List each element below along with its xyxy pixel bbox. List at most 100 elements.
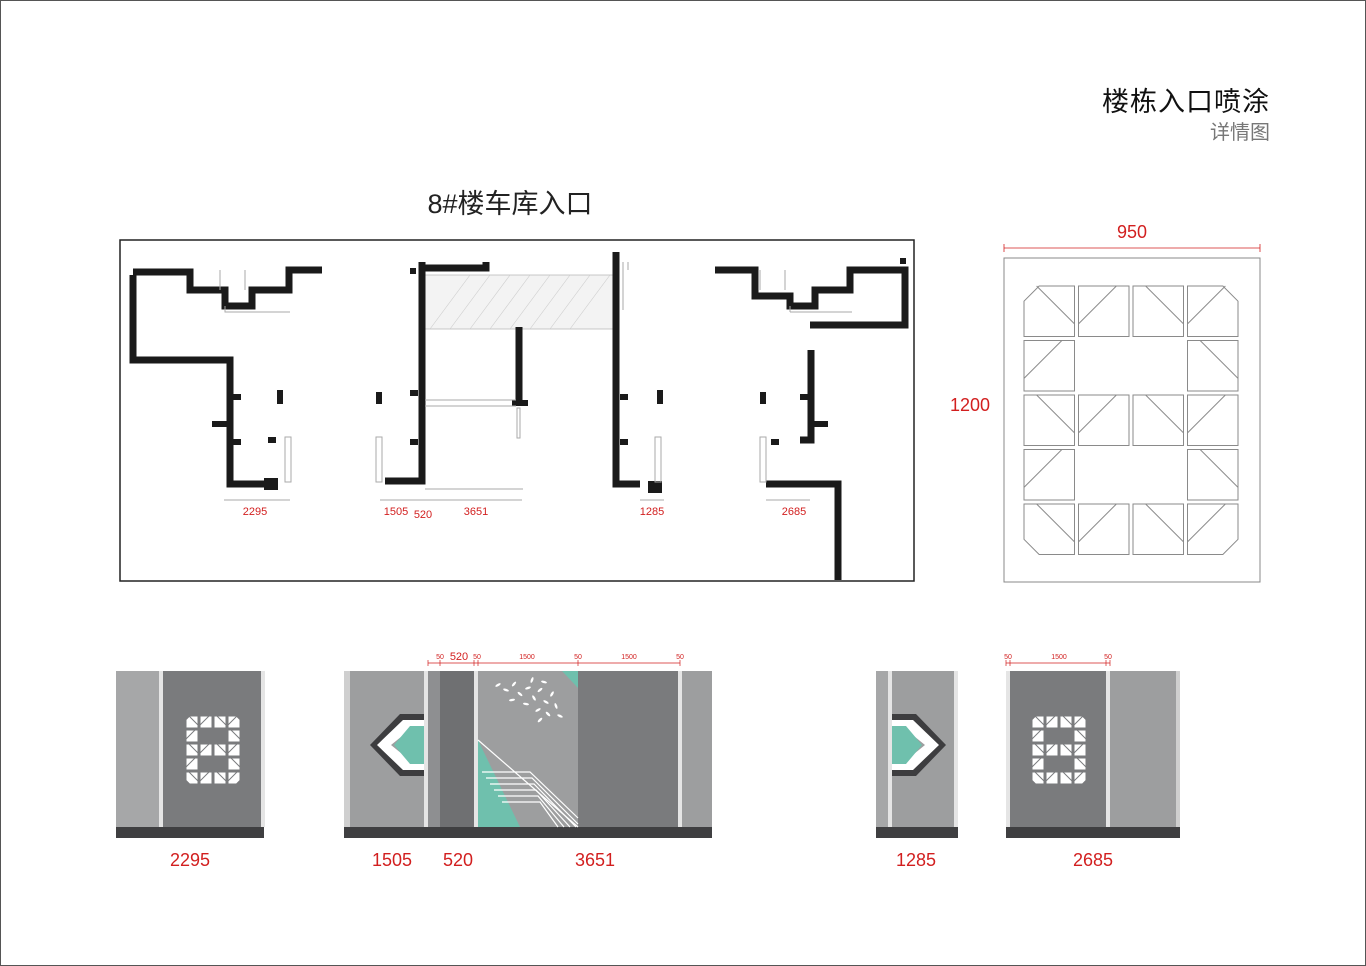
- pattern-tile: [227, 757, 241, 771]
- pattern-tile: [1073, 715, 1087, 729]
- pattern-tile-diagonal: [188, 771, 199, 782]
- pattern-tile: [227, 743, 241, 757]
- pattern-tile-diagonal: [1187, 394, 1226, 434]
- pattern-height-label: 1200: [949, 395, 991, 415]
- pattern-tile: [1045, 715, 1059, 729]
- plan-right-stubs: [760, 258, 906, 445]
- pattern-tile-diagonal: [230, 757, 241, 768]
- pattern-tile-diagonal: [1076, 729, 1087, 740]
- elev-label-1505: 1505: [371, 850, 413, 870]
- pattern-tile: [213, 743, 227, 757]
- pattern-tile: [227, 771, 241, 785]
- pattern-tile-diagonal: [1073, 715, 1084, 726]
- pattern-tile: [1073, 729, 1087, 743]
- plan-dim-520: 520: [413, 509, 433, 521]
- elev-dim-1500-a: 1500: [519, 654, 535, 661]
- pattern-tile: [1031, 757, 1045, 771]
- elev-label-1285: 1285: [895, 850, 937, 870]
- pattern-tile: [1073, 771, 1087, 785]
- pattern-tile: [1073, 757, 1087, 771]
- pattern-tile-diagonal: [188, 743, 199, 754]
- plan-right-walls: [715, 266, 909, 580]
- pattern-tile: [1059, 715, 1073, 729]
- pattern-tile-diagonal: [1145, 394, 1184, 434]
- pattern-tile-diagonal: [1199, 340, 1239, 379]
- plan-dim-2295: 2295: [242, 506, 268, 518]
- elev-dim-50-f: 50: [1104, 654, 1112, 661]
- pattern-tile: [1031, 771, 1045, 785]
- pattern-tile: [1187, 285, 1239, 337]
- plan-middle-hatch: [424, 274, 616, 330]
- plan-dim-2685: 2685: [781, 506, 807, 518]
- pattern-tile-diagonal: [1034, 771, 1045, 782]
- pattern-tile: [1187, 449, 1239, 501]
- elev-label-3651: 3651: [574, 850, 616, 870]
- pattern-tile: [199, 715, 213, 729]
- pattern-tile: [1187, 394, 1239, 446]
- pattern-tile: [1132, 285, 1184, 337]
- plan-right-details: [759, 270, 852, 501]
- elev-dim-50-e: 50: [1004, 654, 1012, 661]
- pattern-tile: [1023, 503, 1075, 555]
- pattern-tiles: [1023, 285, 1239, 555]
- pattern-tile-diagonal: [199, 715, 210, 726]
- elev-label-2685: 2685: [1072, 850, 1114, 870]
- pattern-tile: [1187, 503, 1239, 555]
- pattern-tile-diagonal: [199, 743, 210, 754]
- pattern-tile: [1078, 503, 1130, 555]
- pattern-tile-diagonal: [1078, 503, 1117, 543]
- pattern-tile-diagonal: [1199, 449, 1239, 488]
- pattern-tile-diagonal: [1062, 771, 1073, 782]
- page-subtitle: 详情图: [1210, 122, 1270, 144]
- elevation-b-dim-lines: [427, 660, 681, 666]
- pattern-tile-diagonal: [185, 729, 196, 740]
- pattern-tile: [185, 743, 199, 757]
- plan-middle-stubs: [376, 268, 663, 493]
- plan-dim-1505: 1505: [383, 506, 409, 518]
- pattern-tile-diagonal: [1023, 449, 1063, 488]
- pattern-tile-diagonal: [1076, 757, 1087, 768]
- plan-left-details: [219, 270, 292, 501]
- pattern-tile-diagonal: [1034, 743, 1045, 754]
- pattern-tile-diagonal: [1045, 743, 1056, 754]
- pattern-tile-diagonal: [1073, 743, 1084, 754]
- pattern-tile-diagonal: [185, 757, 196, 768]
- pattern-tile-diagonal: [1036, 285, 1075, 325]
- plan-dim-1285: 1285: [639, 506, 665, 518]
- pattern-tile-diagonal: [1034, 715, 1045, 726]
- pattern-tile: [1059, 771, 1073, 785]
- pattern-tile: [1023, 285, 1075, 337]
- pattern-tile-diagonal: [1062, 743, 1073, 754]
- pattern-tile-diagonal: [1036, 503, 1075, 543]
- pattern-tile: [185, 715, 199, 729]
- plan-left-walls: [129, 266, 322, 488]
- pattern-tile-diagonal: [216, 771, 227, 782]
- pattern-tile: [1045, 743, 1059, 757]
- pattern-tile: [1132, 394, 1184, 446]
- pattern-tile: [1023, 340, 1075, 392]
- pattern-tile: [1132, 503, 1184, 555]
- elevation-c: [876, 671, 958, 838]
- pattern-tile-diagonal: [199, 771, 210, 782]
- plan-left-stubs: [212, 390, 283, 490]
- elev-dim-50-d: 50: [676, 654, 684, 661]
- pattern-tile: [1023, 394, 1075, 446]
- pattern-tile: [1078, 394, 1130, 446]
- pattern-tile-diagonal: [227, 771, 238, 782]
- elevation-b: [344, 660, 712, 838]
- pattern-tile: [1031, 715, 1045, 729]
- elev-label-520: 520: [442, 850, 474, 870]
- pattern-tile: [1073, 743, 1087, 757]
- elev-dim-1500-c: 1500: [1051, 654, 1067, 661]
- elevation-a: [116, 671, 265, 838]
- pattern-tile: [213, 715, 227, 729]
- pattern-tile-diagonal: [227, 715, 238, 726]
- elev-dim-50-b: 50: [473, 654, 481, 661]
- plan-middle-walls: [385, 252, 640, 488]
- pattern-tile: [1023, 449, 1075, 501]
- pattern-tile-diagonal: [188, 715, 199, 726]
- pattern-tile: [1187, 340, 1239, 392]
- elev-label-2295: 2295: [169, 850, 211, 870]
- pattern-tile-diagonal: [1031, 757, 1042, 768]
- plan-dim-3651: 3651: [463, 506, 489, 518]
